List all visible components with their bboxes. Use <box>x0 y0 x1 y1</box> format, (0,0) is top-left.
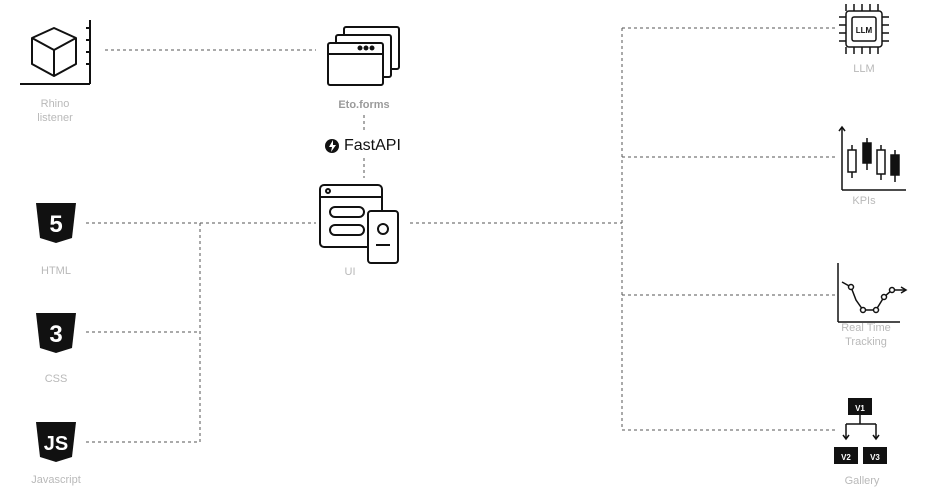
javascript-icon: JS <box>36 422 76 462</box>
fastapi-bolt-icon <box>325 139 339 153</box>
ui-label: UI <box>344 266 356 278</box>
stacked-windows-icon <box>327 26 400 86</box>
fastapi-label: FastAPI <box>344 137 401 154</box>
ui-window-phone-icon <box>319 184 399 264</box>
eto-label: Eto.forms <box>338 99 390 111</box>
tracking-label: Real Time Tracking <box>841 322 891 348</box>
gallery-v2: V2 <box>841 453 851 462</box>
gallery-v1: V1 <box>855 404 865 413</box>
cube-3d-icon <box>20 20 91 85</box>
kpis-label: KPIs <box>852 195 876 207</box>
rhino-label: Rhino listener <box>37 98 73 124</box>
gallery-label: Gallery <box>844 475 880 487</box>
ai-chip-icon: LLM <box>839 4 889 54</box>
javascript-label: Javascript <box>31 474 81 486</box>
css3-glyph: 3 <box>49 321 62 348</box>
fastapi-node: FastAPI <box>324 136 401 156</box>
gallery-v3: V3 <box>870 453 880 462</box>
chip-text: LLM <box>856 26 873 35</box>
css-label: CSS <box>44 373 68 385</box>
candlestick-chart-icon <box>838 125 906 191</box>
html-label: HTML <box>41 265 71 277</box>
html5-icon: 5 <box>36 203 76 243</box>
html5-glyph: 5 <box>49 211 62 238</box>
line-tracking-chart-icon <box>837 263 908 323</box>
javascript-glyph: JS <box>44 433 68 455</box>
version-folders-icon: V1 V2 V3 <box>834 398 887 464</box>
css3-icon: 3 <box>36 313 76 353</box>
connectors <box>86 27 835 443</box>
llm-label: LLM <box>853 63 875 75</box>
